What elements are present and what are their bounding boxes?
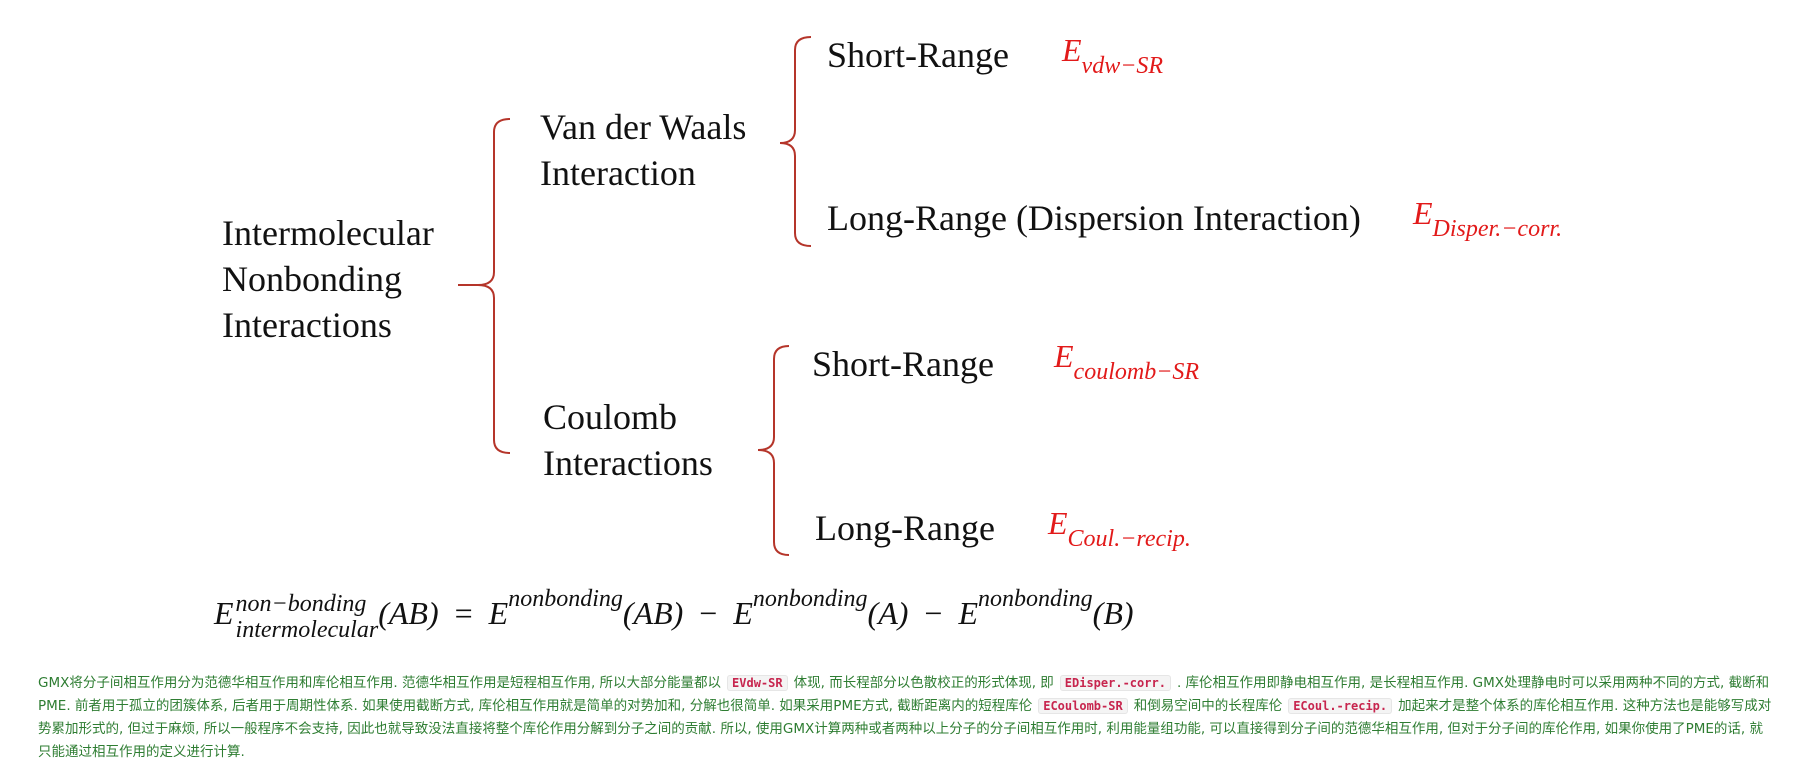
root-bracket: [477, 118, 511, 454]
coulomb-short-range-label: Short-Range: [812, 344, 994, 384]
formula-t1-base: E: [488, 595, 509, 631]
note-text-1: GMX将分子间相互作用分为范德华相互作用和库伦相互作用. 范德华相互作用是短程相…: [38, 675, 722, 691]
coulomb-short-energy-sub: coulomb−SR: [1073, 359, 1200, 385]
formula-t1-arg: (AB): [622, 595, 684, 631]
vdw-bracket: [779, 36, 812, 247]
formula-t2-arg: (A): [867, 595, 909, 631]
formula-t1-sup: nonbonding: [508, 586, 623, 612]
formula-lhs-arg: (AB): [378, 595, 439, 631]
coulomb-long-energy-sub: Coul.−recip.: [1067, 526, 1191, 552]
coulomb-label: Coulomb Interactions: [543, 394, 713, 486]
formula-t2-base: E: [733, 595, 753, 631]
vdw-short-range-energy: Evdw−SR: [1062, 32, 1163, 80]
formula-t2-sup: nonbonding: [752, 586, 868, 612]
coulomb-short-range-energy: Ecoulomb−SR: [1054, 338, 1199, 386]
vdw-long-energy-base: E: [1413, 195, 1433, 231]
root-line-2: Nonbonding: [222, 259, 402, 299]
code-edisper-corr: EDisper.-corr.: [1059, 675, 1171, 691]
coulomb-bracket: [757, 345, 790, 556]
code-ecoul-recip: ECoul.-recip.: [1288, 698, 1393, 714]
vdw-short-range-label: Short-Range: [827, 35, 1009, 75]
vdw-short-energy-sub: vdw−SR: [1081, 53, 1164, 79]
formula-minus-2: −: [924, 595, 943, 631]
root-line-3: Interactions: [222, 305, 392, 345]
coulomb-short-energy-base: E: [1054, 338, 1074, 374]
vdw-label: Van der Waals Interaction: [540, 104, 746, 196]
code-evdw-sr: EVdw-SR: [727, 675, 788, 691]
vdw-long-range-energy: EDisper.−corr.: [1413, 195, 1562, 243]
coulomb-long-range-energy: ECoul.−recip.: [1048, 505, 1191, 553]
vdw-long-range-label: Long-Range (Dispersion Interaction): [827, 198, 1361, 238]
vdw-long-energy-sub: Disper.−corr.: [1432, 216, 1563, 242]
coulomb-line-2: Interactions: [543, 443, 713, 483]
formula-equals: =: [454, 595, 473, 631]
formula-minus-1: −: [699, 595, 718, 631]
vdw-short-energy-base: E: [1062, 32, 1082, 68]
root-line-1: Intermolecular: [222, 213, 434, 253]
formula-lhs-base: E: [214, 595, 234, 631]
code-ecoulomb-sr: ECoulomb-SR: [1038, 698, 1128, 714]
coulomb-long-range-label: Long-Range: [815, 508, 995, 548]
note-text-2: 体现, 而长程部分以色散校正的形式体现, 即: [793, 675, 1054, 691]
formula-lhs-sub: intermolecular: [235, 616, 379, 643]
root-label: Intermolecular Nonbonding Interactions: [222, 210, 434, 348]
note-text-4: 和倒易空间中的长程库伦: [1133, 698, 1283, 714]
explanation-paragraph: GMX将分子间相互作用分为范德华相互作用和库伦相互作用. 范德华相互作用是短程相…: [38, 672, 1773, 764]
vdw-line-1: Van der Waals: [540, 107, 747, 147]
formula-t3-base: E: [958, 595, 978, 631]
note-text-3: . 库伦相互作用即静电相互作用, 是长程相互作用. GMX处理静电时可以采用两种…: [38, 675, 1770, 714]
formula-t3-arg: (B): [1092, 595, 1134, 631]
coulomb-long-energy-base: E: [1048, 505, 1068, 541]
formula-t3-sup: nonbonding: [977, 586, 1093, 612]
vdw-line-2: Interaction: [540, 153, 696, 193]
note-text-5: 加起来才是整个体系的库伦相互作用. 这种方法也是能够写成对势累加形式的, 但过于…: [38, 698, 1772, 760]
formula-lhs-sup: non−bonding: [235, 590, 367, 617]
coulomb-line-1: Coulomb: [543, 397, 678, 437]
